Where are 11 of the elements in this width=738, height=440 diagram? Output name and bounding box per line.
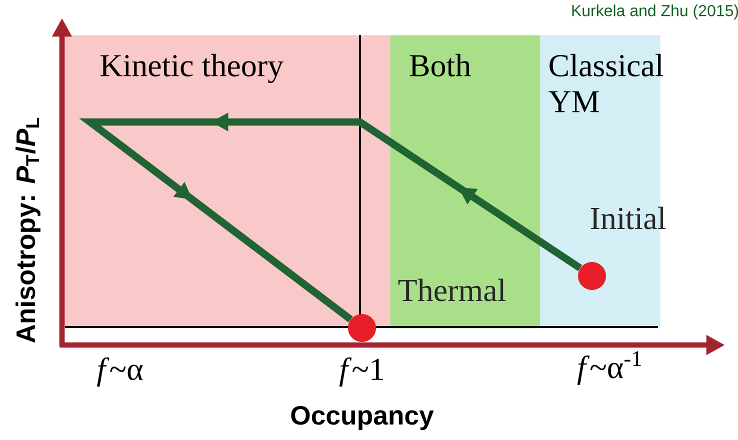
state-label: Thermal (398, 278, 506, 302)
tick-label: f~α (97, 357, 143, 387)
region-band: Kinetic theory (62, 35, 390, 328)
y-axis-label: Anisotropy: P$_{T}$/P$_{L}$ (16, 118, 40, 343)
state-label: Initial (590, 206, 666, 230)
axis-title: Occupancy (291, 406, 434, 430)
state-dot (348, 314, 376, 342)
state-dot (578, 262, 606, 290)
citation: Kurkela and Zhu (2015) (572, 4, 738, 20)
tick-label: f~α$^{-1}$ (577, 351, 641, 385)
tick-label: f~1 (339, 357, 384, 387)
